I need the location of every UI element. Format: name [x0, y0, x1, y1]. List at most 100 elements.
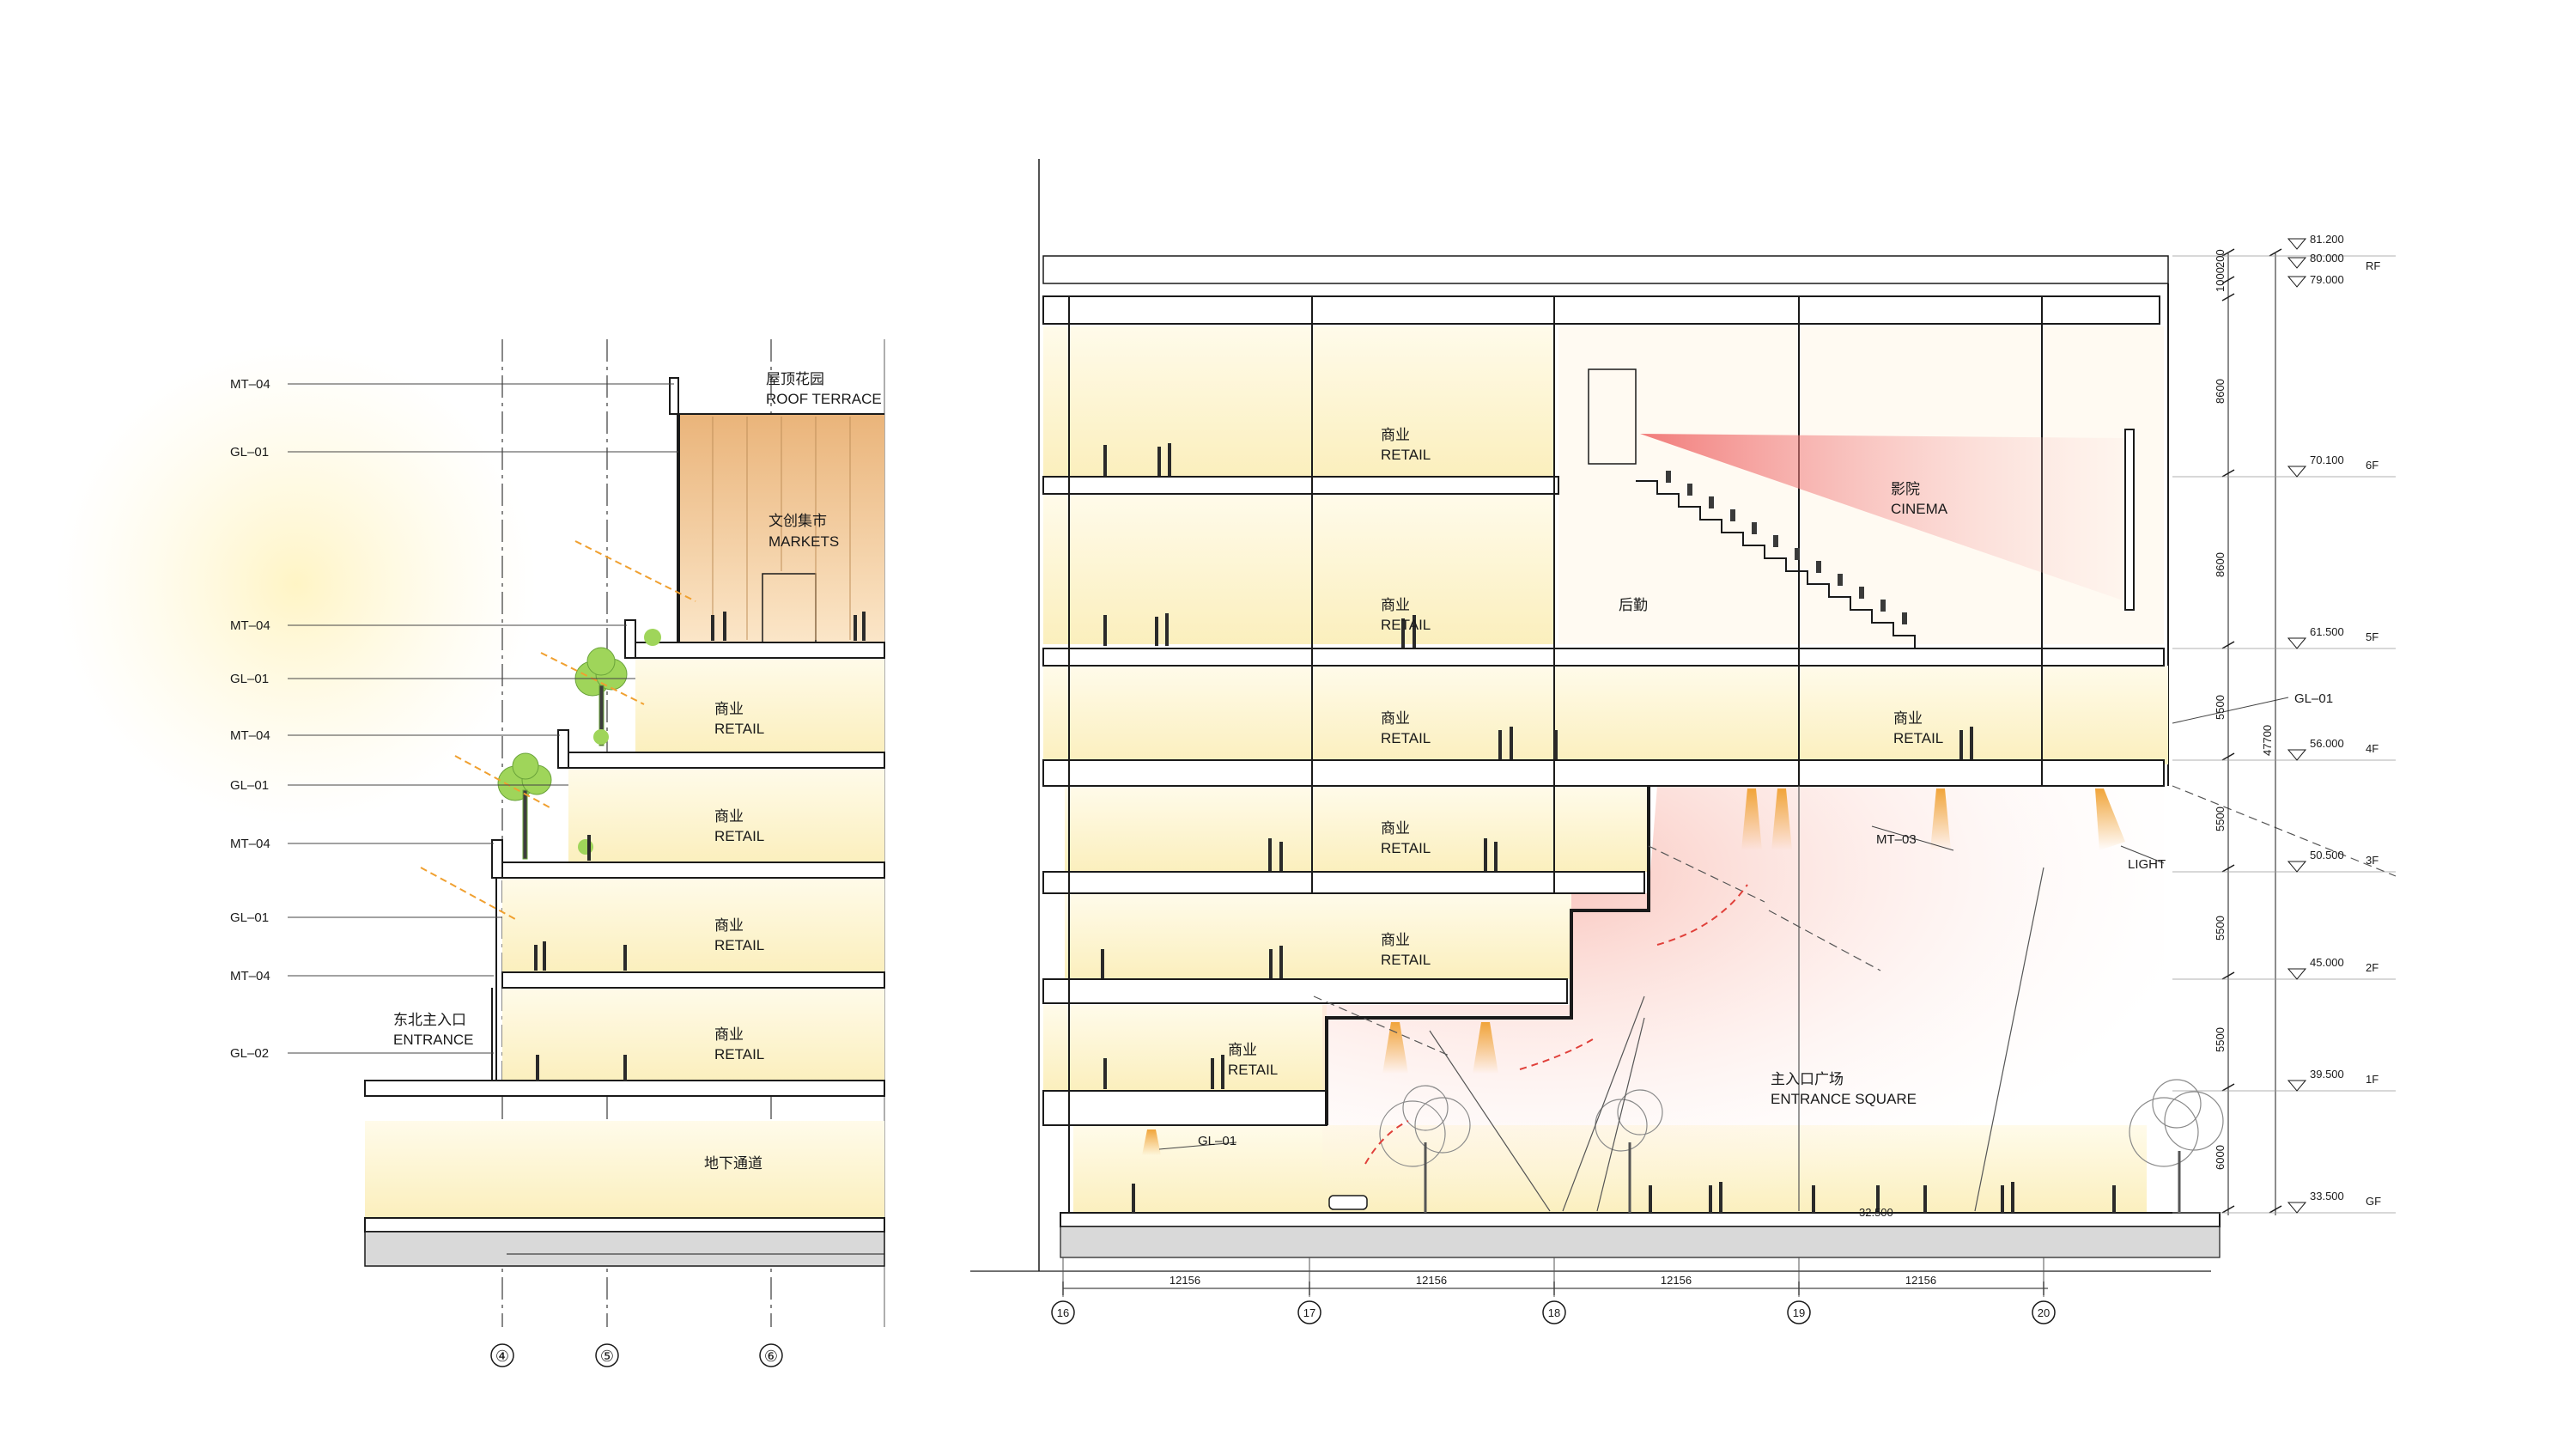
stepped-slabs: [364, 642, 885, 1233]
level-floor-gf: GF: [2366, 1195, 2381, 1208]
tag-gl-02-a: GL–02: [230, 1046, 269, 1061]
label-retail-4f-left-en: RETAIL: [1381, 730, 1431, 746]
left-section: MT–04 GL–01 MT–04 GL–01 MT–04 GL–01 MT–0…: [56, 339, 885, 1367]
callout-light: LIGHT: [2128, 857, 2166, 872]
vdim-200: 200: [2214, 249, 2227, 268]
label-entrance-zh: 东北主入口: [393, 1012, 466, 1028]
label-retail-1f-zh: 商业: [1228, 1042, 1257, 1058]
grid-axis-16: 16: [1057, 1306, 1069, 1319]
label-retail-4f-left-zh: 商业: [1381, 710, 1410, 727]
floor-band: [1043, 1005, 1327, 1091]
label-retail-2f-en: RETAIL: [1381, 952, 1431, 968]
tag-gl-01-d: GL–01: [230, 910, 269, 925]
label-retail-2f-zh: 商业: [1381, 932, 1410, 948]
label-retail-3f-en: RETAIL: [714, 828, 764, 844]
label-retail-5f-zh: 商业: [1381, 597, 1410, 613]
bay-dim-18-19: 12156: [1661, 1274, 1692, 1287]
level-markers: [2287, 238, 2307, 1214]
label-markets-en: MARKETS: [769, 533, 839, 550]
people-figures: [534, 612, 866, 1081]
parapet: [669, 377, 679, 415]
level-elev-56000: 56.000: [2310, 737, 2344, 750]
label-retail-2f-zh: 商业: [714, 917, 744, 934]
label-retail-5f-en: RETAIL: [1381, 617, 1431, 633]
airflow-arrows: [1364, 884, 1748, 1165]
floor-band: [502, 986, 884, 1082]
callout-gl-01-right: GL–01: [2294, 691, 2333, 706]
level-elev-39500: 39.500: [2310, 1068, 2344, 1081]
projection-room: [1588, 368, 1637, 465]
tag-mt-04-c: MT–04: [230, 728, 270, 743]
floor-band: [1065, 786, 1649, 872]
axis-leaders: [1062, 1257, 2044, 1297]
plaza-glow: [1322, 786, 2164, 1215]
cinema-rake: [1636, 480, 1916, 648]
grid-bubble-16: [1051, 1300, 1075, 1324]
ground-elevation: 32.500: [1859, 1206, 1893, 1219]
basement-foundation: [364, 1231, 885, 1267]
columns: [1068, 296, 2043, 1213]
label-retail-2f-en: RETAIL: [714, 937, 764, 953]
grid-bubble-18: [1542, 1300, 1566, 1324]
grid-axis-6: ⑥: [764, 1348, 778, 1365]
label-retail-1f-en: RETAIL: [714, 1046, 764, 1062]
cinema-screen: [2124, 429, 2135, 611]
level-floor-3f: 3F: [2366, 854, 2379, 867]
floor-band: [635, 657, 884, 753]
label-entrance-en: ENTRANCE: [393, 1032, 474, 1048]
grid-axis-17: 17: [1303, 1306, 1315, 1319]
sun-glow: [56, 344, 537, 825]
floor-band: [1043, 326, 1554, 477]
level-floor-6f: 6F: [2366, 459, 2379, 472]
label-underground-passage: 地下通道: [704, 1155, 762, 1172]
callout-leader: [2120, 845, 2165, 864]
label-retail-3f-zh: 商业: [1381, 820, 1410, 837]
audience-figures: [1666, 471, 1907, 624]
level-floor-1f: 1F: [2366, 1073, 2379, 1086]
callout-leader: [2172, 697, 2289, 724]
tag-gl-01-a: GL–01: [230, 445, 269, 460]
grid-bubble-19: [1787, 1300, 1811, 1324]
tag-mt-04-b: MT–04: [230, 618, 270, 633]
tag-mt-04-e: MT–04: [230, 969, 270, 983]
label-markets-zh: 文创集市: [769, 513, 827, 529]
roof-parapet: [1042, 255, 2169, 284]
grid-axis-5: ⑤: [600, 1348, 614, 1365]
vdim-6000: 6000: [2214, 1145, 2227, 1170]
grid-bubble-5: [595, 1343, 619, 1367]
level-elev-81200: 81.200: [2310, 233, 2344, 246]
vdim-5500-b: 5500: [2214, 807, 2227, 831]
label-retail-3f-zh: 商业: [714, 808, 744, 825]
label-roof-terrace-en: ROOF TERRACE: [766, 391, 882, 407]
grid-bubble-17: [1297, 1300, 1321, 1324]
level-elev-70100: 70.100: [2310, 454, 2344, 466]
tree-icon: [1379, 1085, 1471, 1213]
label-back-of-house: 后勤: [1619, 597, 1648, 613]
label-cinema-zh: 影院: [1891, 481, 1920, 497]
tag-gl-01-c: GL–01: [230, 778, 269, 793]
tree-icon: [497, 752, 552, 860]
stepped-soffit: [1325, 786, 1650, 1125]
grid-bubble-4: [490, 1343, 514, 1367]
projection-beam: [1640, 434, 2125, 601]
plaza-rays: [1429, 786, 2044, 1212]
bay-dim-16-17: 12156: [1170, 1274, 1200, 1287]
dim-extension-lines: [2172, 255, 2396, 1214]
label-retail-3f-en: RETAIL: [1381, 840, 1431, 856]
level-elev-79000: 79.000: [2310, 273, 2344, 286]
callout-leader: [1871, 825, 1954, 851]
level-floor-5f: 5F: [2366, 630, 2379, 643]
light-cones: [1142, 788, 2125, 1155]
vdim-8600-a: 8600: [2214, 379, 2227, 404]
label-retail-6f-en: RETAIL: [1381, 447, 1431, 463]
label-retail-1f-zh: 商业: [714, 1026, 744, 1043]
grid-axis-4: ④: [495, 1348, 509, 1365]
label-retail-6f-zh: 商业: [1381, 427, 1410, 443]
label-retail-4f-en: RETAIL: [714, 721, 764, 737]
floor-slabs: [1042, 295, 2221, 1227]
sight-lines: [1313, 785, 2397, 1057]
tag-mt-04-d: MT–04: [230, 837, 270, 851]
label-entrance-square-en: ENTRANCE SQUARE: [1771, 1091, 1917, 1107]
level-floor-rf: RF: [2366, 259, 2380, 272]
